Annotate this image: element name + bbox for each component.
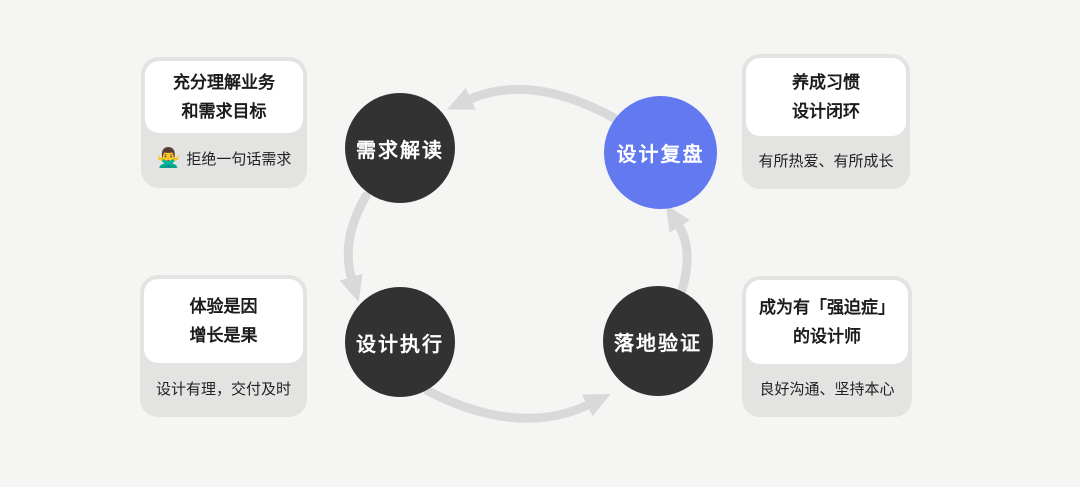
card-title-line: 养成习惯 (792, 72, 860, 92)
bottom-white-strip (0, 487, 1080, 494)
card-habit-loop-note: 有所热爱、有所成长 (746, 136, 906, 185)
card-note-text: 拒绝一句话需求 (186, 151, 292, 168)
card-title-line: 成为有「强迫症」 (759, 297, 895, 317)
node-landing-validation: 落地验证 (603, 286, 713, 396)
node-design-review: 设计复盘 (604, 96, 717, 209)
card-requirement-goal: 充分理解业务 和需求目标 🙅‍♂️ 拒绝一句话需求 (141, 57, 307, 188)
card-title-line: 充分理解业务 (173, 72, 275, 92)
card-experience-growth: 体验是因 增长是果 设计有理，交付及时 (140, 275, 307, 417)
card-experience-growth-title-box: 体验是因 增长是果 (144, 279, 303, 363)
card-title-line: 增长是果 (189, 325, 258, 345)
node-requirement-reading: 需求解读 (345, 93, 455, 203)
arrow-validation-to-review (665, 204, 692, 295)
card-obsessive-designer: 成为有「强迫症」 的设计师 良好沟通、坚持本心 (742, 276, 912, 417)
card-title-line: 体验是因 (189, 296, 258, 316)
arrow-execution-to-validation (423, 386, 611, 423)
card-obsessive-designer-title-box: 成为有「强迫症」 的设计师 (746, 280, 908, 364)
card-requirement-goal-note: 🙅‍♂️ 拒绝一句话需求 (145, 133, 303, 184)
node-design-execution: 设计执行 (345, 287, 455, 397)
card-note-text: 设计有理，交付及时 (155, 380, 291, 398)
card-habit-loop-title-box: 养成习惯 设计闭环 (746, 58, 906, 136)
card-note-text: 有所热爱、有所成长 (758, 153, 894, 170)
arrow-review-to-requirement (447, 84, 619, 123)
card-habit-loop: 养成习惯 设计闭环 有所热爱、有所成长 (742, 54, 910, 189)
card-experience-growth-note: 设计有理，交付及时 (144, 363, 303, 413)
arrow-requirement-to-execution (339, 191, 371, 303)
card-title-line: 的设计师 (793, 326, 861, 346)
no-gesture-emoji: 🙅‍♂️ (156, 148, 181, 169)
card-obsessive-designer-note: 良好沟通、坚持本心 (746, 364, 908, 413)
card-note-text: 良好沟通、坚持本心 (759, 381, 895, 398)
card-requirement-goal-title-box: 充分理解业务 和需求目标 (145, 61, 303, 133)
card-title-line: 设计闭环 (792, 101, 860, 121)
card-title-line: 和需求目标 (181, 101, 267, 121)
